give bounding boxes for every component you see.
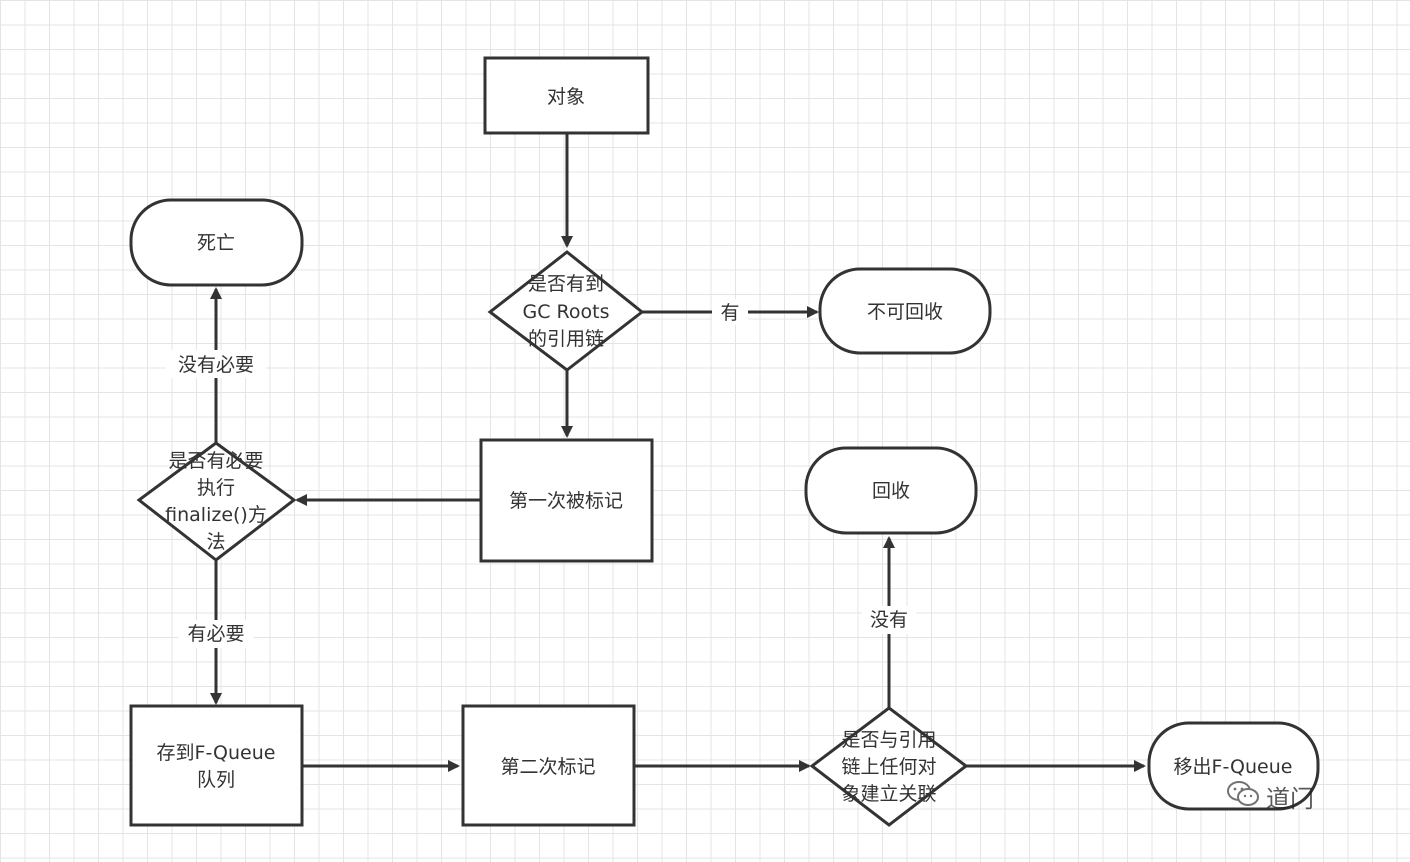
edge-labels: 有 没有必要 有必要 没有 xyxy=(166,299,916,648)
edge-label-not-necessary: 没有必要 xyxy=(178,354,254,376)
terminal-not-collectable-label: 不可回收 xyxy=(867,301,943,323)
node-first-mark: 第一次被标记 xyxy=(479,438,654,563)
decision-finalize-line-3: finalize()方 xyxy=(165,504,267,526)
terminal-dead-label: 死亡 xyxy=(197,232,235,254)
node-object-label: 对象 xyxy=(547,86,585,108)
decision-link-line-1: 是否与引用 xyxy=(841,729,936,751)
node-second-mark: 第二次标记 xyxy=(461,704,636,827)
decision-gc-roots-line-1: 是否有到 xyxy=(528,273,604,295)
watermark: 道门 xyxy=(1226,778,1376,814)
node-store-fqueue-line-2: 队列 xyxy=(197,769,235,791)
decision-finalize-line-1: 是否有必要 xyxy=(168,450,263,472)
terminal-dead: 死亡 xyxy=(129,198,304,287)
node-first-mark-label: 第一次被标记 xyxy=(509,490,623,512)
edge-label-has: 有 xyxy=(720,302,739,324)
decision-gc-roots: 是否有到 GC Roots 的引用链 xyxy=(487,250,645,372)
wechat-icon xyxy=(1226,780,1260,812)
terminal-collect: 回收 xyxy=(804,446,978,535)
node-object: 对象 xyxy=(483,56,650,135)
decision-link-line-2: 链上任何对 xyxy=(841,756,936,778)
node-store-fqueue: 存到F-Queue 队列 xyxy=(129,704,304,827)
decision-finalize: 是否有必要 执行 finalize()方 法 xyxy=(136,441,297,562)
node-store-fqueue-line-1: 存到F-Queue xyxy=(157,742,276,764)
decision-gc-roots-line-3: 的引用链 xyxy=(528,328,604,350)
terminal-not-collectable: 不可回收 xyxy=(818,267,992,355)
watermark-text: 道门 xyxy=(1266,784,1314,813)
terminal-collect-label: 回收 xyxy=(872,480,910,502)
edges xyxy=(210,133,1146,772)
decision-link: 是否与引用 链上任何对 象建立关联 xyxy=(809,706,969,827)
edge-label-none: 没有 xyxy=(870,609,908,631)
decision-gc-roots-line-2: GC Roots xyxy=(523,301,610,323)
decision-finalize-line-2: 执行 xyxy=(197,477,235,499)
node-second-mark-label: 第二次标记 xyxy=(500,756,595,778)
decision-link-line-3: 象建立关联 xyxy=(841,783,936,805)
terminal-remove-fqueue-label: 移出F-Queue xyxy=(1174,756,1293,778)
decision-finalize-line-4: 法 xyxy=(206,531,225,553)
terminal-remove-fqueue: 移出F-Queue xyxy=(1147,721,1320,811)
edge-label-necessary: 有必要 xyxy=(187,623,244,645)
